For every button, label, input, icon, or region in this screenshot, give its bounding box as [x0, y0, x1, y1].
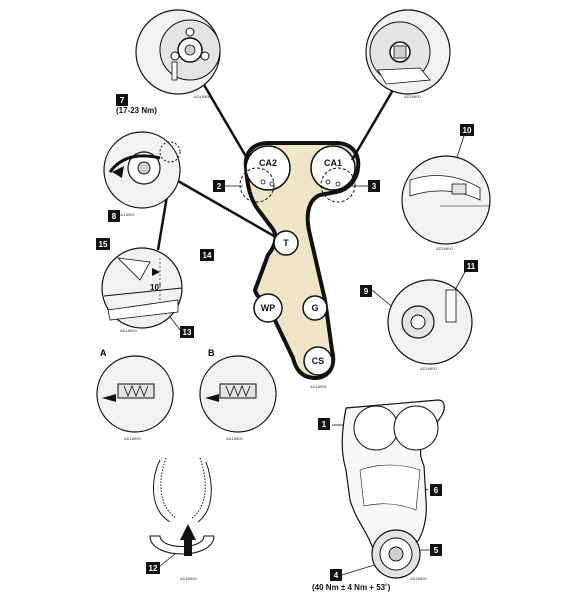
callout-8: 8	[108, 210, 120, 222]
svg-text:10: 10	[463, 126, 472, 135]
pulley-t: T	[273, 230, 299, 256]
pulley-t-label: T	[283, 238, 289, 248]
image-code-belt: AD18900	[180, 576, 197, 581]
callout-10: 10	[460, 124, 474, 136]
detail-camshaft-left: AD18900	[135, 9, 221, 99]
detail-circle-ca2	[239, 167, 275, 203]
timing-cover	[341, 399, 445, 558]
pulley-cs: CS	[303, 346, 333, 376]
svg-text:7: 7	[120, 96, 125, 105]
svg-text:11: 11	[467, 262, 476, 271]
svg-text:6: 6	[434, 486, 439, 495]
image-code-tensioner: AD18900	[118, 212, 135, 217]
detail-b: AD18900	[199, 355, 277, 441]
belt-routing: CA2 CA1 T WP G CS AD18900	[239, 141, 361, 389]
callout-11: 11	[464, 260, 478, 272]
callout-6: 6	[430, 484, 442, 496]
crankshaft-pulley: AD18900	[371, 529, 427, 581]
svg-text:3: 3	[372, 182, 377, 191]
callout-7: 7	[116, 94, 128, 106]
svg-text:14: 14	[203, 251, 212, 260]
callout-boxes: 1 2 3 4 5 6 7 8 9 10 11 12 13 14 15	[96, 94, 478, 581]
image-code-a: AD18900	[124, 436, 141, 441]
pulley-ca1: CA1	[310, 145, 356, 191]
detail-angle: 10˚ AD18900	[101, 247, 183, 333]
callout-1: 1	[318, 418, 330, 430]
letter-a: A	[100, 348, 107, 358]
callout-3: 3	[368, 180, 380, 192]
image-code-main: AD18900	[310, 384, 327, 389]
svg-text:2: 2	[217, 182, 222, 191]
image-code-crank: AD18900	[410, 576, 427, 581]
detail-10: AD18900	[401, 155, 491, 251]
callout-14: 14	[200, 249, 214, 261]
svg-text:5: 5	[434, 546, 439, 555]
svg-text:1: 1	[322, 420, 327, 429]
pulley-ca1-label: CA1	[324, 158, 342, 168]
svg-text:15: 15	[99, 240, 108, 249]
belt-install-detail: AD18900	[149, 457, 215, 581]
callout-4: 4	[330, 569, 342, 581]
svg-text:12: 12	[149, 564, 158, 573]
callout-13: 13	[180, 326, 194, 338]
pulley-ca2: CA2	[245, 145, 291, 191]
detail-a: AD18900	[96, 355, 174, 441]
pulley-g: G	[302, 295, 328, 321]
callout-12: 12	[146, 562, 160, 574]
image-code-tl: AD18900	[194, 94, 211, 99]
pulley-wp: WP	[253, 293, 283, 323]
detail-tensioner: AD18900	[103, 131, 181, 217]
torque-crank: (40 Nm ± 4 Nm + 53˚)	[312, 583, 391, 592]
detail-camshaft-right: AD18900	[365, 9, 451, 99]
pulley-cs-label: CS	[312, 356, 325, 366]
image-code-9: AD18900	[420, 366, 437, 371]
svg-text:8: 8	[112, 212, 117, 221]
detail-9-11: AD18900	[387, 279, 473, 371]
angle-label: 10˚	[150, 283, 162, 292]
pulley-g-label: G	[311, 303, 318, 313]
image-code-angle: AD18900	[120, 328, 137, 333]
detail-circle-ca1	[320, 167, 356, 203]
image-code-10: AD18900	[436, 246, 453, 251]
svg-text:4: 4	[334, 571, 339, 580]
callout-2: 2	[213, 180, 225, 192]
svg-text:13: 13	[183, 328, 192, 337]
callout-15: 15	[96, 238, 110, 250]
pulley-ca2-label: CA2	[259, 158, 277, 168]
callout-5: 5	[430, 544, 442, 556]
image-code-tr: AD18900	[404, 94, 421, 99]
torque-tensioner: (17-23 Nm)	[116, 106, 157, 115]
pulley-wp-label: WP	[261, 303, 276, 313]
callout-9: 9	[360, 285, 372, 297]
letter-b: B	[208, 348, 215, 358]
image-code-b: AD18900	[226, 436, 243, 441]
svg-text:9: 9	[364, 287, 369, 296]
